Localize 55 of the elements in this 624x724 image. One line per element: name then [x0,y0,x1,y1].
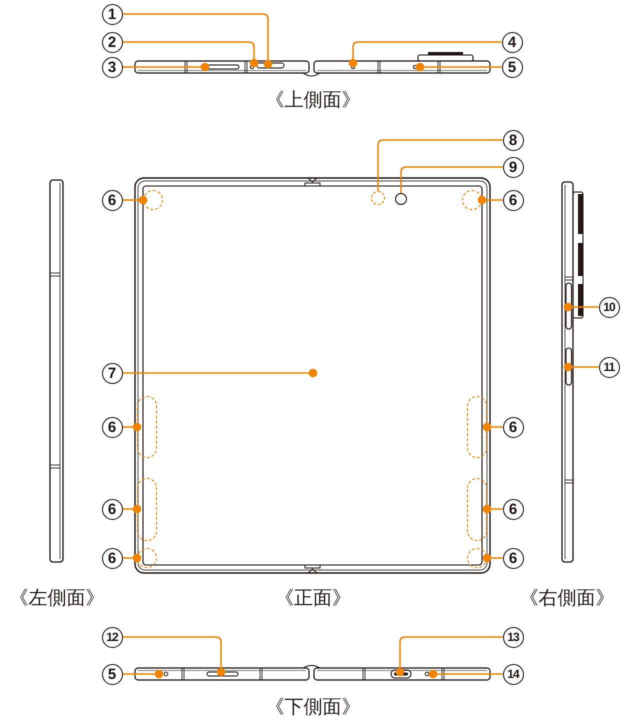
leader-line [122,422,142,432]
leader-line [122,636,226,676]
leader-line [122,13,272,68]
leader-line [482,504,502,514]
callout-number: 6 [502,548,524,568]
callout-number: 6 [102,548,122,568]
view-caption: 《下側面》 [264,695,362,719]
callout-number: 7 [102,362,122,384]
callout-number: 11 [598,356,620,378]
callout-number: 9 [502,156,524,178]
leader-line [396,636,502,676]
view-caption: 《上側面》 [264,88,362,112]
leader-line [122,62,210,72]
leader-line [122,670,164,678]
leader-line [348,41,502,68]
leader-line [564,302,598,312]
dashed-circle-icon [137,548,157,568]
camera-circle-icon [395,193,407,205]
leader-line [428,670,502,678]
callout-number: 6 [502,498,524,520]
leader-line [122,41,258,68]
view-caption: 《正面》 [274,586,352,610]
leader-line [400,166,502,193]
dashed-circle-icon [371,191,385,205]
leader-line [482,554,502,562]
dashed-circle-icon [143,190,163,210]
callout-number: 6 [102,416,122,438]
callout-number: 2 [102,32,122,52]
callout-number: 6 [102,498,122,520]
leader-line [416,62,502,72]
view-caption: 《左側面》 [8,586,106,610]
callout-number: 6 [502,190,524,210]
leader-line [377,139,502,191]
leader-line [122,196,148,204]
dashed-circle-icon [467,548,487,568]
callout-number: 6 [502,416,524,438]
callout-number: 4 [502,32,522,52]
leader-line [122,554,142,562]
callout-number: 6 [102,190,122,210]
leader-line [482,422,502,432]
callout-number: 10 [598,296,620,318]
view-caption: 《右側面》 [518,586,616,610]
callout-number: 5 [102,664,122,684]
leader-line [478,196,502,204]
callout-number: 3 [102,56,122,78]
callout-number: 1 [102,4,122,24]
leader-line [564,362,598,372]
leader-line [122,504,142,514]
callout-number: 8 [502,130,524,150]
leader-line [122,368,318,378]
callout-number: 14 [502,664,524,684]
dashed-circle-icon [462,190,482,210]
callout-number: 5 [502,56,522,78]
callout-number: 12 [102,626,122,648]
callout-number: 13 [502,626,524,648]
